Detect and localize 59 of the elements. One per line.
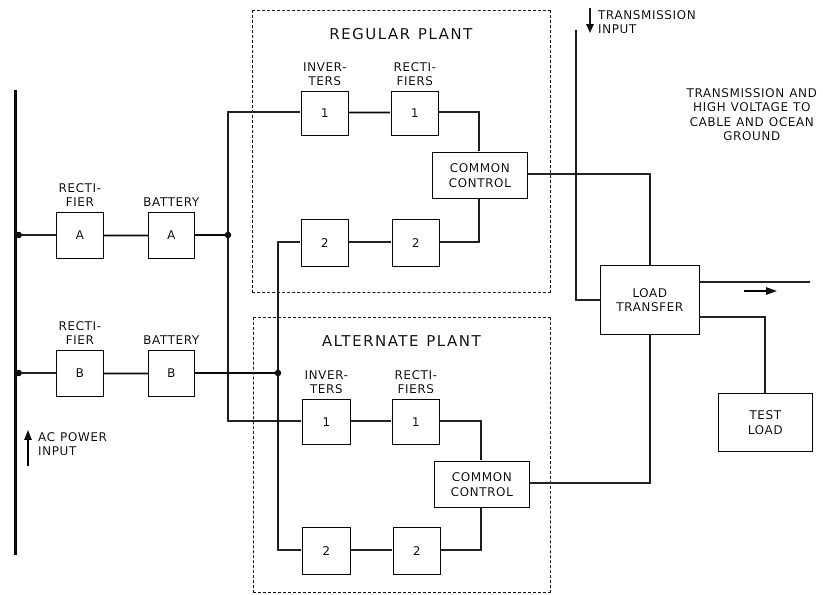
dashed-group-box [252,10,551,293]
block-label: 2 [320,236,330,250]
block-label: 2 [412,236,420,250]
block-heading: BATTERY [143,334,200,348]
block-label: B [167,366,176,381]
block-heading: RECTI- FIER [58,320,102,348]
connector-line [440,507,482,551]
block-label: 1 [410,106,420,121]
group-title: ALTERNATE PLANT [320,332,484,350]
connector-line [439,420,482,460]
connector-line [439,198,480,243]
connector-line [529,335,651,484]
bus-line [14,90,16,555]
connector-line [700,316,766,393]
block-label: 2 [322,544,331,558]
dashed-group-box [253,317,551,593]
note-text: TRANSMISSION INPUT [598,8,698,37]
connector-line [350,420,391,422]
block-label: A [167,228,176,243]
block-label: TEST LOAD [748,408,784,437]
connector-line [350,549,392,551]
block-box [302,527,351,575]
block-label: 1 [320,106,330,121]
block-label: 2 [412,544,422,558]
connector-line [15,370,56,376]
block-box [392,219,440,267]
block-label: B [76,366,84,381]
connector-line [575,30,600,301]
block-label: COMMON CONTROL [448,161,512,190]
block-heading: BATTERY [143,196,200,210]
block-box [393,527,441,575]
connector-line [700,281,810,283]
block-label: A [76,228,84,243]
block-box [718,393,813,452]
note-text: TRANSMISSION AND HIGH VOLTAGE TO CABLE AND OCEAN GROUND [686,86,818,144]
block-box [600,265,700,335]
block-box [434,461,530,508]
block-heading: RECTI- FIERS [393,61,437,89]
connector-line [15,232,56,238]
connector-line [195,234,301,422]
block-box [301,219,349,267]
connector-line [438,111,480,151]
connector-line [348,112,390,114]
block-heading: RECTI- FIERS [394,369,438,397]
block-label: COMMON CONTROL [450,470,514,499]
connector-line [527,173,651,265]
block-label: LOAD TRANSFER [616,286,684,314]
block-heading: RECTI- FIER [58,182,102,210]
connector-line [104,234,148,236]
connector-line [195,372,301,551]
block-heading: INVER- TERS [304,369,349,397]
group-title: REGULAR PLANT [328,25,475,43]
note-text: AC POWER INPUT [38,430,108,459]
block-box [432,152,528,199]
block-label: 1 [412,414,420,430]
block-heading: INVER- TERS [302,61,348,89]
connector-line [104,372,148,374]
block-label: 1 [322,414,331,430]
connector-line [348,241,391,243]
